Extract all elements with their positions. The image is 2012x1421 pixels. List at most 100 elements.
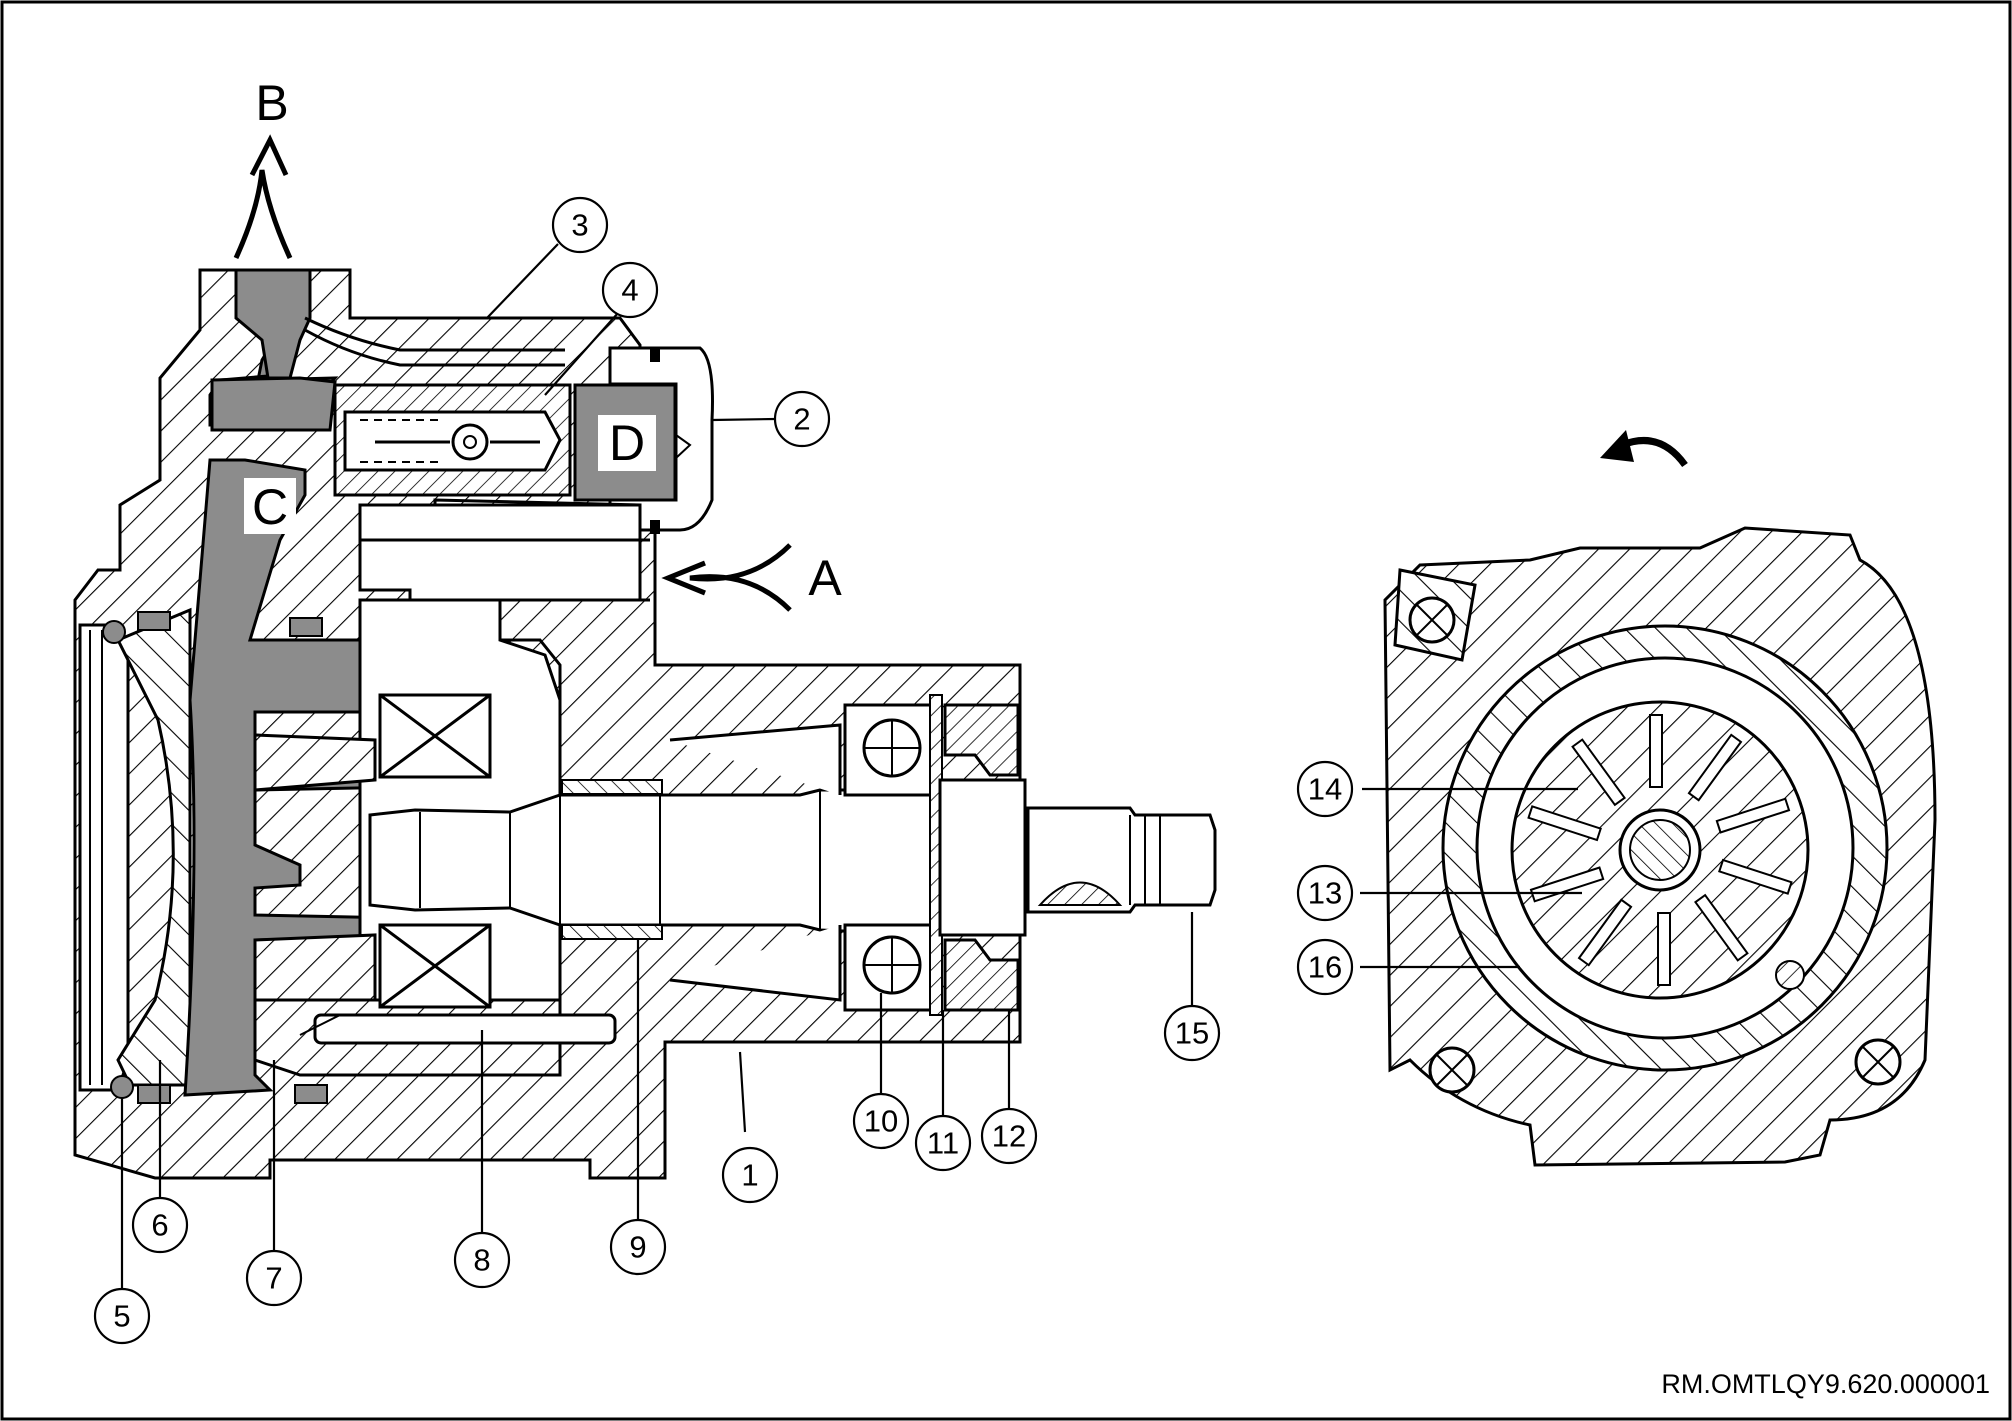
- outlet-arrow-head: [249, 134, 289, 177]
- cone-boss: [669, 723, 842, 1002]
- seal-top-left: [137, 611, 171, 631]
- inlet-arrow-head: [661, 560, 706, 596]
- leader-3: [486, 243, 559, 319]
- vane: [1657, 912, 1671, 986]
- rear-cover-recess: [78, 623, 130, 1092]
- vane: [1694, 893, 1749, 962]
- vane: [1571, 738, 1626, 807]
- rotation-arrow-head: [1600, 430, 1634, 462]
- label-d-box: [598, 415, 656, 471]
- label-c-box: [244, 478, 296, 534]
- callout-16: 16: [1296, 938, 1354, 996]
- recess-lines: [89, 630, 103, 1085]
- shaft-steps: [419, 790, 821, 930]
- callout-5: 5: [93, 1287, 151, 1345]
- o-ring-5-bottom: [110, 1075, 134, 1099]
- bushing-9-bottom: [561, 924, 663, 940]
- callout-3: 3: [551, 196, 609, 254]
- reference-code: RM.OMTLQY9.620.000001: [1661, 1369, 1990, 1399]
- svg-text:4: 4: [621, 273, 638, 308]
- dowel-pin-8: [313, 1013, 617, 1045]
- svg-text:14: 14: [1308, 772, 1342, 807]
- seal-top-mid: [289, 617, 323, 637]
- oil-seal-12-lower: [943, 938, 1020, 1012]
- ball-10-bottom-cross: [864, 937, 920, 993]
- vane: [1527, 805, 1602, 842]
- svg-text:3: 3: [571, 208, 588, 243]
- svg-text:10: 10: [864, 1104, 898, 1139]
- label-b: B: [255, 75, 288, 131]
- callout-7: 7: [245, 1249, 303, 1307]
- pin-bevel: [299, 1014, 341, 1036]
- svg-text:7: 7: [265, 1261, 282, 1296]
- svg-text:2: 2: [793, 402, 810, 437]
- callout-badges: 1 2 3 4 5 6 7 8 9 10 11 12 13 14 15 16: [93, 196, 1354, 1345]
- o-ring-cap-top: [650, 348, 660, 362]
- rotor-lower-hatch: [253, 933, 377, 1002]
- callouts: [120, 243, 1582, 1289]
- label-c: C: [252, 479, 288, 535]
- o-ring-cap-bottom: [650, 520, 660, 534]
- callout-10: 10: [852, 1092, 910, 1150]
- mount-boss-bottom-left: [1428, 1046, 1476, 1094]
- svg-text:13: 13: [1308, 876, 1342, 911]
- svg-text:16: 16: [1308, 950, 1342, 985]
- woodruff-key: [1037, 881, 1123, 906]
- vane: [1577, 898, 1633, 967]
- callout-6: 6: [131, 1196, 189, 1254]
- svg-text:15: 15: [1175, 1016, 1209, 1051]
- callout-15: 15: [1163, 1004, 1221, 1062]
- seal-housing: [938, 778, 1027, 937]
- callout-13: 13: [1296, 864, 1354, 922]
- svg-text:8: 8: [473, 1243, 490, 1278]
- callout-9: 9: [609, 1218, 667, 1276]
- callout-1: 1: [721, 1146, 779, 1204]
- vane: [1687, 733, 1743, 802]
- vane: [1715, 797, 1791, 834]
- leader-2: [711, 417, 776, 422]
- bearing-x-upper: [379, 693, 491, 779]
- seal-bottom-left: [137, 1084, 171, 1104]
- vane: [1718, 858, 1793, 895]
- cap-tip: [675, 434, 692, 459]
- svg-text:1: 1: [741, 1158, 758, 1193]
- callout-12: 12: [980, 1107, 1038, 1165]
- svg-text:9: 9: [629, 1230, 646, 1265]
- callout-2: 2: [773, 390, 831, 448]
- callout-14: 14: [1296, 760, 1354, 818]
- svg-text:11: 11: [927, 1126, 959, 1161]
- spline-lines: [1129, 815, 1161, 905]
- callout-11: 11: [914, 1114, 972, 1172]
- cam-locating-pin: [1775, 960, 1805, 990]
- inlet-arrow: [689, 543, 792, 612]
- pressure-plate-6: [115, 607, 192, 1087]
- leader-1: [738, 1051, 747, 1133]
- chamber-c-top: [210, 376, 337, 432]
- oil-seal-12: [943, 703, 1020, 777]
- leader-4: [544, 312, 619, 396]
- vane: [1649, 714, 1663, 788]
- svg-text:5: 5: [113, 1299, 130, 1334]
- rotor-upper-hatch: [253, 733, 377, 792]
- rotor-shaft: [1629, 819, 1691, 881]
- callout-4: 4: [601, 261, 659, 319]
- bushing-9-top: [561, 779, 663, 795]
- svg-text:6: 6: [151, 1208, 168, 1243]
- callout-8: 8: [453, 1231, 511, 1289]
- vanes-14: [1527, 714, 1793, 986]
- check-ball-center: [463, 435, 477, 449]
- ball-10-top-cross: [864, 720, 920, 776]
- o-ring-5-top: [102, 620, 126, 644]
- outlet-arrow: [233, 169, 293, 260]
- mount-boss-top-left: [1393, 568, 1477, 662]
- seal-bottom-mid: [294, 1084, 328, 1104]
- bearing-x-lower: [379, 923, 491, 1009]
- feed-channel-lower: [304, 328, 565, 367]
- front-view: [1383, 430, 1937, 1167]
- svg-text:12: 12: [992, 1119, 1026, 1154]
- label-d: D: [609, 415, 645, 471]
- label-a: A: [808, 550, 842, 606]
- side-section-view: C D B A: [73, 75, 1217, 1180]
